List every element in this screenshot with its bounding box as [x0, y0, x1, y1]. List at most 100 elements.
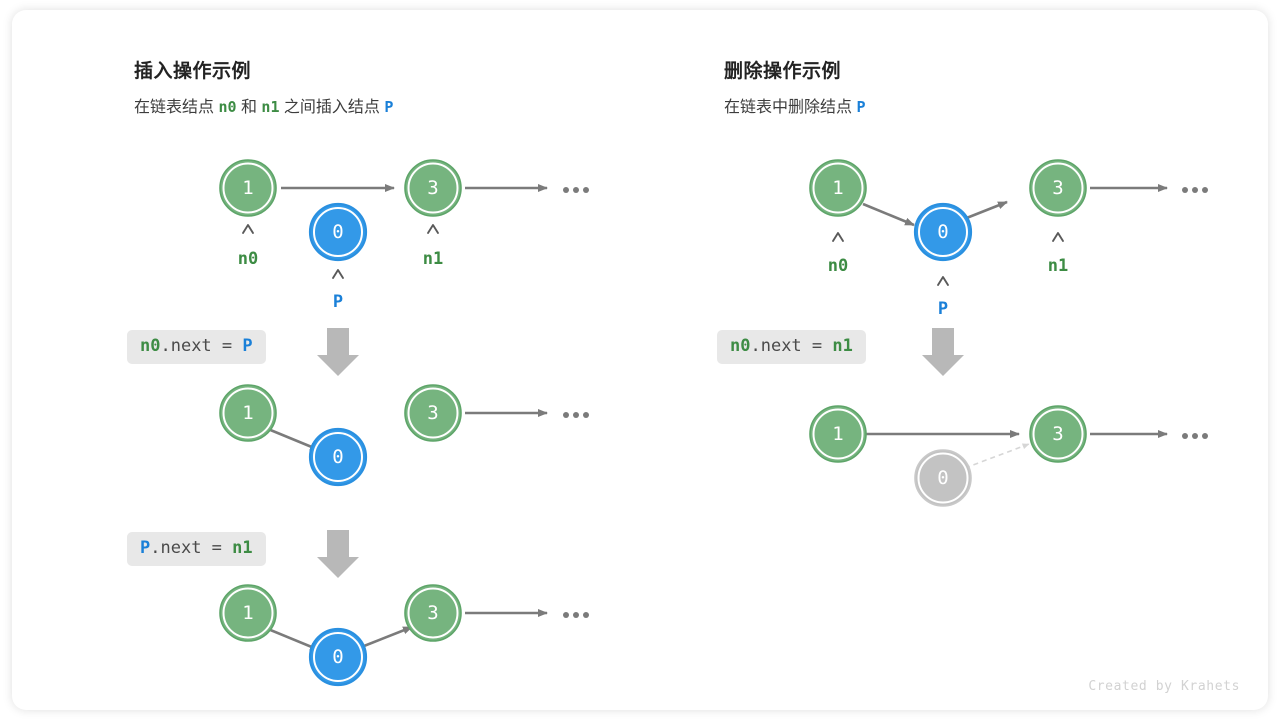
- edge-n0-to-p: [267, 427, 320, 452]
- node-0: 0: [308, 627, 368, 687]
- node-value: 0: [332, 221, 343, 243]
- node-3: 3: [1029, 405, 1087, 463]
- node-value: 0: [937, 467, 948, 489]
- insert-panel-title: 插入操作示例: [134, 61, 252, 82]
- node-value: 3: [427, 602, 438, 624]
- node-value: 1: [242, 177, 253, 199]
- insert-diagram: 1 n0 0 P 3 n1: [219, 159, 589, 687]
- node-value: 0: [937, 221, 948, 243]
- delete-panel-subtitle: 在链表中删除结点 P: [724, 93, 865, 117]
- node-n0: 1: [219, 159, 277, 217]
- delete-diagram: 1 n0 0 P 3 n1: [809, 159, 1208, 507]
- insert-step-1-code: n0.next = P: [127, 330, 266, 365]
- node-inner-ring: [222, 387, 274, 439]
- node-value: 3: [427, 402, 438, 424]
- insert-panel: 插入操作示例 在链表结点 n0 和 n1 之间插入结点 P n0.next = …: [12, 10, 640, 710]
- pointer-label-n1: n1: [423, 249, 443, 269]
- code-token-p: P: [140, 538, 151, 558]
- delete-panel-title: 删除操作示例: [724, 61, 842, 82]
- node-inner-ring: [812, 408, 864, 460]
- subtitle-text-0: 在链表中删除结点: [724, 99, 857, 116]
- ellipsis-dots: [1182, 433, 1208, 439]
- caret-icon-n1: [1052, 232, 1064, 242]
- subtitle-text-2: 和: [236, 99, 262, 116]
- node-value: 3: [1052, 423, 1063, 445]
- node-inner-ring: [918, 207, 968, 257]
- pointer-label-n0: n0: [828, 256, 848, 276]
- code-token-next: .next =: [150, 538, 233, 558]
- node-value: 3: [1052, 177, 1063, 199]
- node-inner-ring: [407, 587, 459, 639]
- node-value: 0: [332, 446, 343, 468]
- node-inner-ring: [812, 162, 864, 214]
- caret-icon-p: [332, 269, 344, 279]
- node-1: 1: [219, 384, 277, 442]
- pointer-label-p: P: [938, 299, 948, 319]
- subtitle-var-n0: n0: [218, 98, 237, 116]
- delete-step-1-code: n0.next = n1: [717, 330, 866, 365]
- code-token-n0: n0: [730, 336, 751, 356]
- edge-deleted-to-n1: [964, 443, 1030, 469]
- insert-row-after-step-1: 1 0 3: [219, 384, 589, 487]
- caret-icon-p: [937, 276, 949, 286]
- node-n1: 3: [1029, 159, 1087, 217]
- node-inner-ring: [917, 452, 969, 504]
- node-n0: 1: [809, 159, 867, 217]
- insert-panel-subtitle: 在链表结点 n0 和 n1 之间插入结点 P: [134, 93, 393, 117]
- node-1: 1: [219, 584, 277, 642]
- down-arrow-step-1: [317, 328, 359, 376]
- node-inner-ring: [407, 387, 459, 439]
- edge-n0-to-p: [267, 627, 320, 652]
- pointer-label-n1: n1: [1048, 256, 1068, 276]
- credit-label: Created by Krahets: [1088, 679, 1240, 694]
- insert-row-initial: 1 n0 0 P 3 n1: [219, 159, 589, 312]
- code-token-next: .next =: [160, 336, 243, 356]
- subtitle-var-n1: n1: [261, 98, 280, 116]
- insert-row-after-step-2: 1 0 3: [219, 584, 589, 687]
- caret-icon-n0: [242, 224, 254, 234]
- node-value: 0: [332, 646, 343, 668]
- node-inner-ring: [222, 162, 274, 214]
- subtitle-text-4: 之间插入结点: [279, 99, 385, 116]
- node-0: 0: [308, 427, 368, 487]
- node-value: 1: [242, 402, 253, 424]
- node-inner-ring: [313, 632, 363, 682]
- code-token-n1: n1: [232, 538, 253, 558]
- node-3: 3: [404, 384, 462, 442]
- code-token-n1: n1: [832, 336, 853, 356]
- node-inner-ring: [313, 207, 363, 257]
- insert-step-2-code: P.next = n1: [127, 532, 266, 567]
- ellipsis-dots: [1182, 187, 1208, 193]
- code-token-p: P: [242, 336, 253, 356]
- node-3: 3: [404, 584, 462, 642]
- ellipsis-dots: [563, 612, 589, 618]
- delete-row-initial: 1 n0 0 P 3 n1: [809, 159, 1208, 319]
- node-inner-ring: [222, 587, 274, 639]
- node-value: 1: [242, 602, 253, 624]
- node-p: 0: [913, 202, 973, 262]
- code-token-n0: n0: [140, 336, 161, 356]
- diagram-card: 插入操作示例 在链表结点 n0 和 n1 之间插入结点 P n0.next = …: [12, 10, 1268, 710]
- pointer-label-p: P: [333, 292, 343, 312]
- caret-icon-n1: [427, 224, 439, 234]
- node-1: 1: [809, 405, 867, 463]
- delete-row-after-step-1: 1 0 3: [809, 405, 1208, 507]
- subtitle-text-0: 在链表结点: [134, 99, 219, 116]
- node-value: 3: [427, 177, 438, 199]
- down-arrow-step-2: [317, 530, 359, 578]
- subtitle-var-p: P: [384, 98, 394, 116]
- edge-n0-to-p: [862, 202, 915, 227]
- edge-p-to-n1: [363, 625, 413, 648]
- caret-icon-n0: [832, 232, 844, 242]
- node-inner-ring: [1032, 408, 1084, 460]
- down-arrow-step-1: [922, 328, 964, 376]
- code-token-next: .next =: [750, 336, 833, 356]
- ellipsis-dots: [563, 187, 589, 193]
- delete-panel: 删除操作示例 在链表中删除结点 P n0.next = n1 1 n0: [602, 10, 1268, 710]
- node-inner-ring: [313, 432, 363, 482]
- node-n1: 3: [404, 159, 462, 217]
- ellipsis-dots: [563, 412, 589, 418]
- node-deleted: 0: [914, 449, 972, 507]
- node-value: 1: [832, 177, 843, 199]
- subtitle-var-p: P: [856, 98, 866, 116]
